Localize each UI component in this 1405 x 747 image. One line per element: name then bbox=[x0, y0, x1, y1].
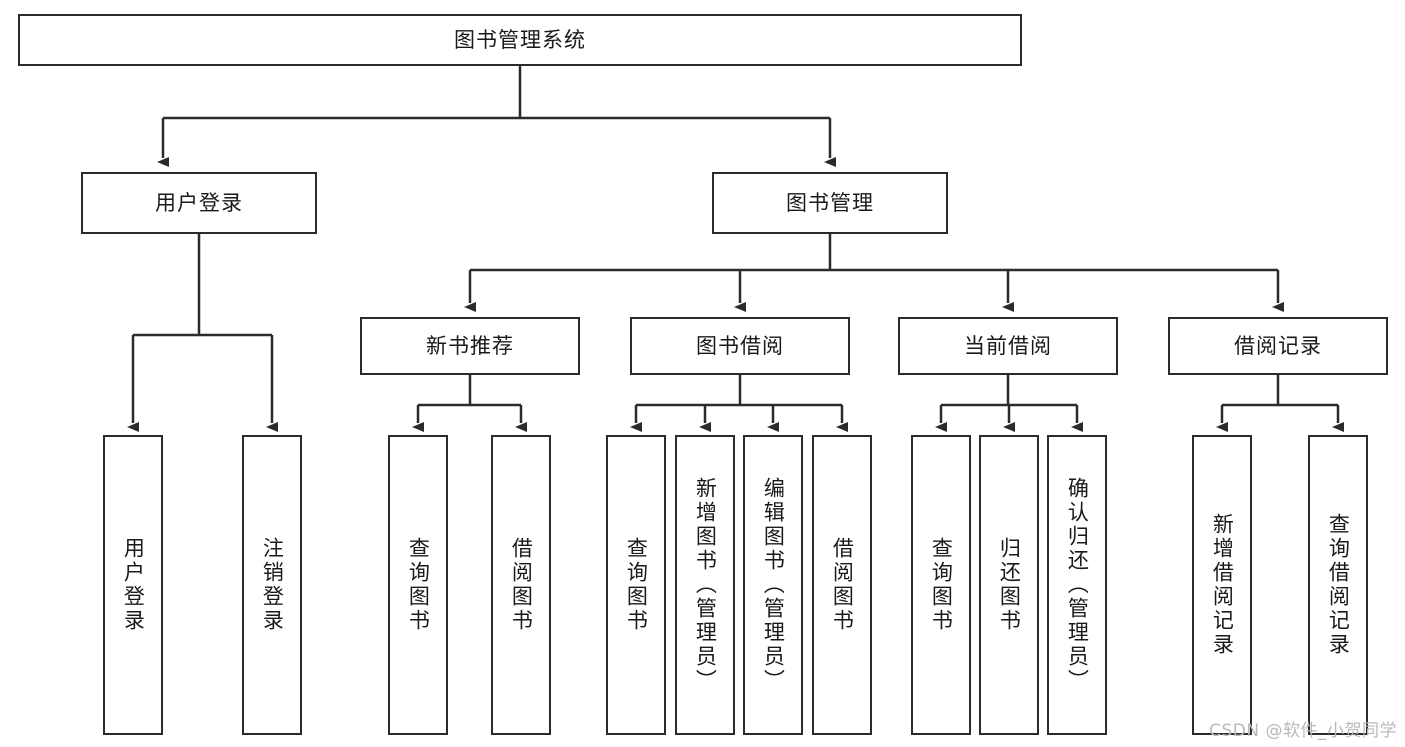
node-label: 借阅记录 bbox=[1234, 333, 1322, 358]
node-label: 查询借阅记录 bbox=[1326, 513, 1351, 657]
leaf-query-borrow-record[interactable]: 查询借阅记录 bbox=[1308, 435, 1368, 735]
node-label: 借阅图书 bbox=[830, 537, 855, 633]
leaf-borrow-book-newbook[interactable]: 借阅图书 bbox=[491, 435, 551, 735]
watermark: CSDN @软件_小贺同学 bbox=[1209, 721, 1397, 741]
leaf-add-book-admin[interactable]: 新增图书（管理员） bbox=[675, 435, 735, 735]
node-label: 新增借阅记录 bbox=[1210, 513, 1235, 657]
leaf-user-login[interactable]: 用户登录 bbox=[103, 435, 163, 735]
node-label: 编辑图书（管理员） bbox=[761, 477, 786, 693]
node-label: 借阅图书 bbox=[509, 537, 534, 633]
node-label: 归还图书 bbox=[997, 537, 1022, 633]
leaf-add-borrow-record[interactable]: 新增借阅记录 bbox=[1192, 435, 1252, 735]
node-label: 当前借阅 bbox=[964, 333, 1052, 358]
node-book-management[interactable]: 图书管理 bbox=[712, 172, 948, 234]
leaf-return-book[interactable]: 归还图书 bbox=[979, 435, 1039, 735]
node-book-borrow[interactable]: 图书借阅 bbox=[630, 317, 850, 375]
node-label: 图书借阅 bbox=[696, 333, 784, 358]
node-label: 新增图书（管理员） bbox=[693, 477, 718, 693]
leaf-query-book-borrow[interactable]: 查询图书 bbox=[606, 435, 666, 735]
leaf-query-book-current[interactable]: 查询图书 bbox=[911, 435, 971, 735]
node-new-book-recommend[interactable]: 新书推荐 bbox=[360, 317, 580, 375]
node-label: 图书管理系统 bbox=[454, 27, 586, 52]
node-label: 图书管理 bbox=[786, 190, 874, 215]
node-label: 注销登录 bbox=[260, 537, 285, 633]
node-borrow-record[interactable]: 借阅记录 bbox=[1168, 317, 1388, 375]
node-label: 查询图书 bbox=[929, 537, 954, 633]
node-label: 查询图书 bbox=[406, 537, 431, 633]
leaf-borrow-book[interactable]: 借阅图书 bbox=[812, 435, 872, 735]
leaf-confirm-return-admin[interactable]: 确认归还（管理员） bbox=[1047, 435, 1107, 735]
node-label: 确认归还（管理员） bbox=[1065, 477, 1090, 693]
node-user-login[interactable]: 用户登录 bbox=[81, 172, 317, 234]
node-label: 新书推荐 bbox=[426, 333, 514, 358]
node-root-system[interactable]: 图书管理系统 bbox=[18, 14, 1022, 66]
leaf-edit-book-admin[interactable]: 编辑图书（管理员） bbox=[743, 435, 803, 735]
leaf-query-book-newbook[interactable]: 查询图书 bbox=[388, 435, 448, 735]
node-current-borrow[interactable]: 当前借阅 bbox=[898, 317, 1118, 375]
node-label: 用户登录 bbox=[155, 190, 243, 215]
node-label: 用户登录 bbox=[121, 537, 146, 633]
node-label: 查询图书 bbox=[624, 537, 649, 633]
leaf-user-logout[interactable]: 注销登录 bbox=[242, 435, 302, 735]
